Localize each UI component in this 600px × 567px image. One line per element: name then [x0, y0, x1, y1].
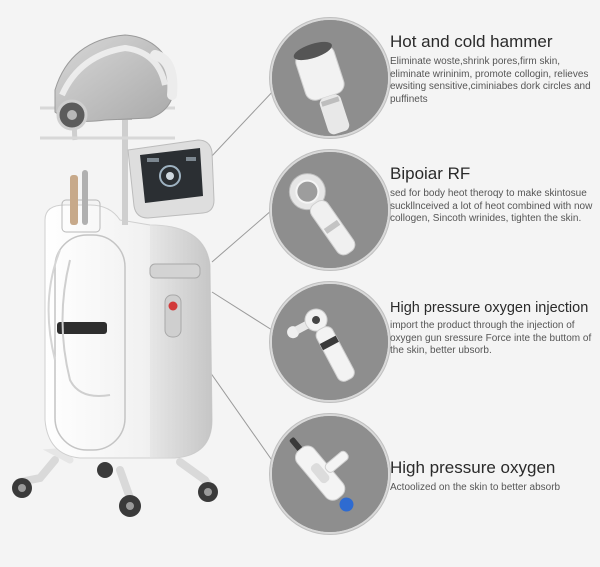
feature-oxygen-injection: High pressure oxygen injection import th…	[270, 282, 600, 402]
hot-cold-hammer-icon	[270, 18, 390, 138]
feature-description: Actoolized on the skin to better absorb	[390, 482, 561, 493]
oxygen-spray-gun-icon	[270, 414, 390, 534]
feature-description: Eliminate woste,shrink pores,firm skin, …	[390, 56, 591, 105]
feature-title: High pressure oxygen	[390, 458, 556, 477]
feature-description: sed for body heot theroqy to make skinto…	[390, 188, 593, 224]
beauty-machine-illustration	[12, 34, 218, 517]
feature-bipolar-rf: Bipoiar RF sed for body heot theroqy to …	[270, 150, 600, 270]
feature-title: High pressure oxygen injection	[390, 300, 589, 316]
feature-title: Hot and cold hammer	[390, 32, 553, 51]
feature-title: Bipoiar RF	[390, 164, 471, 183]
feature-description: import the product through the injection…	[390, 320, 592, 356]
feature-hot-cold-hammer: Hot and cold hammer Eliminate woste,shri…	[270, 18, 600, 138]
bipolar-rf-icon	[270, 150, 390, 270]
feature-oxygen-spray: High pressure oxygen Actoolized on the s…	[270, 414, 600, 534]
oxygen-injection-icon	[270, 282, 390, 402]
